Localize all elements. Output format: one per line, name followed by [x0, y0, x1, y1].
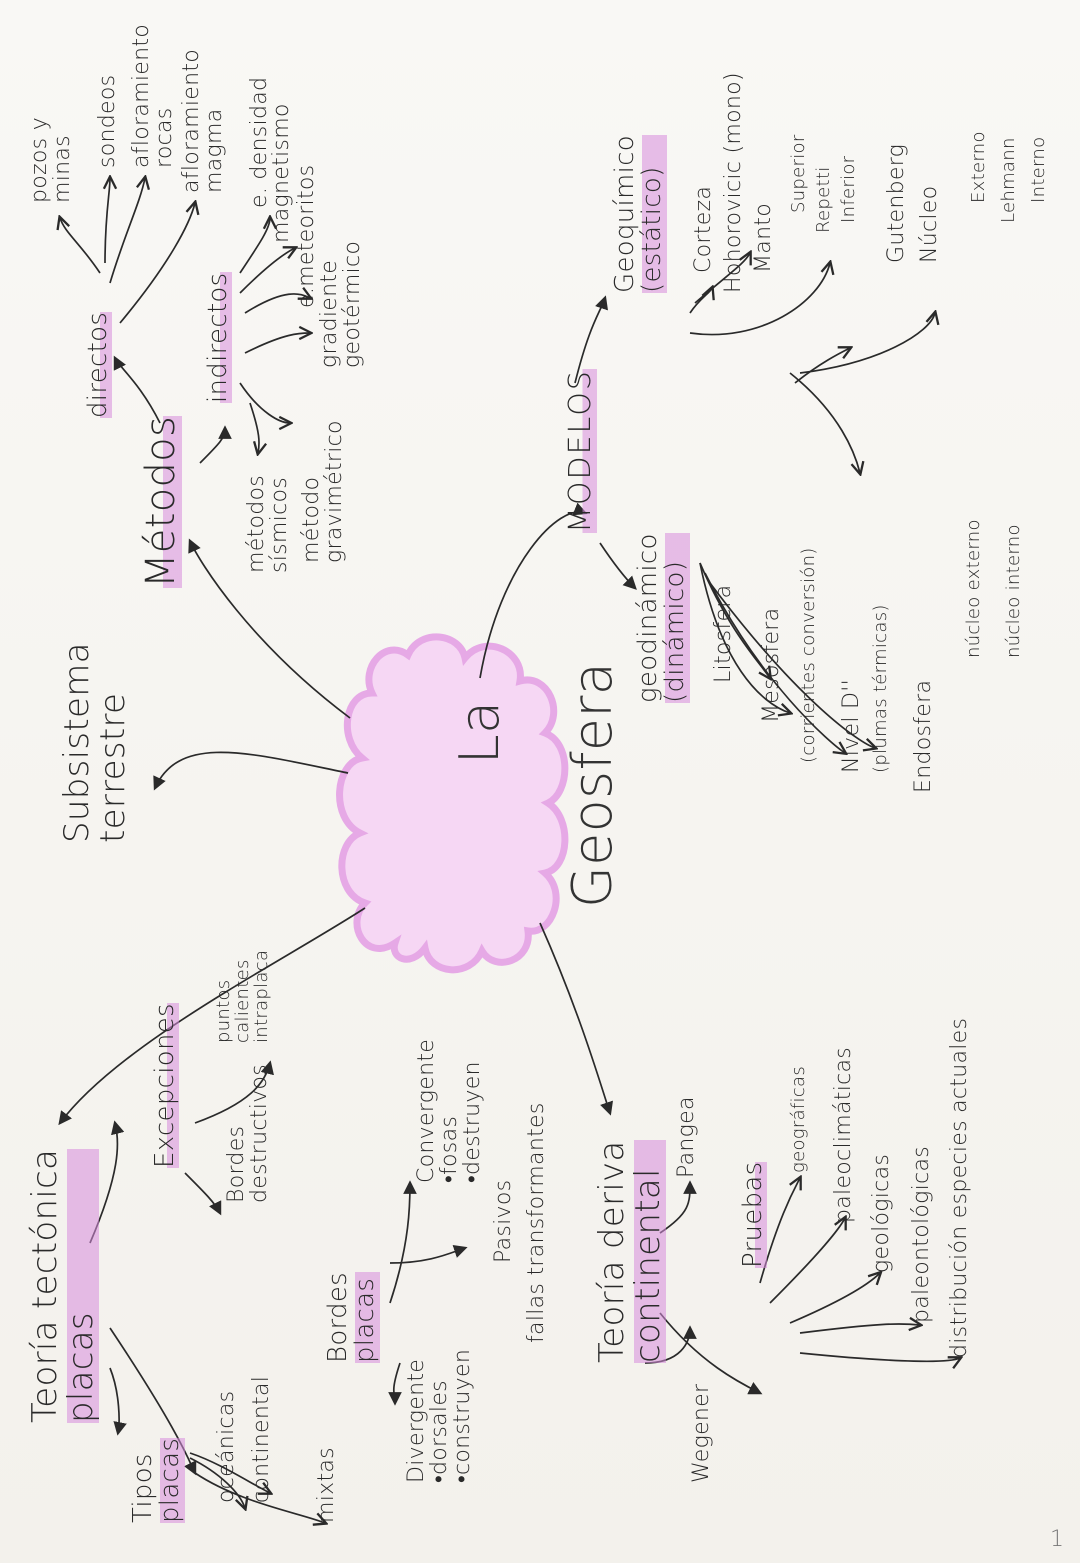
- modelos-title: MODELOS: [563, 369, 598, 533]
- excepciones-bordes: Bordes destructivos: [224, 1064, 273, 1203]
- arrow-to-deriva: [539, 922, 614, 1116]
- geoquimico-manto: Manto: [751, 203, 776, 273]
- arrow-to-subsistema: [153, 751, 349, 791]
- bordes-divergente: Divergente •dorsales •construyen: [404, 1348, 476, 1483]
- geoquimico-interno: Interno: [1028, 136, 1049, 203]
- metodos-title: Métodos: [138, 415, 184, 588]
- geodinamico-corrientes: (corrientes conversión): [798, 547, 819, 763]
- geoquimico-lehmann: Lehmann: [998, 137, 1019, 223]
- geodinamico-endosfera: Endosfera: [911, 679, 936, 793]
- geodinamico-nivel-d: Nivel D'': [839, 679, 864, 773]
- indirectos-item-gradiente: gradiente geotérmico: [317, 240, 366, 368]
- geoquimico-mohorovicic: Hohorovicic (mono): [721, 72, 746, 293]
- metodos-sismicos: métodos sísmicos: [244, 474, 293, 573]
- geoquimico-superior: Superior: [788, 134, 809, 213]
- indirectos-item-meteoritos: e.meteoritos: [294, 164, 319, 308]
- deriva-title: Teoría deriva continental: [592, 1140, 668, 1363]
- deriva-pangea: Pangea: [674, 1096, 699, 1178]
- geoquimico-gutenberg: Gutenberg: [884, 143, 909, 263]
- geoquimico-externo: Externo: [968, 131, 989, 203]
- bordes-fallas: fallas transformantes: [524, 1102, 549, 1343]
- tipos-label: Tipos placas: [128, 1437, 186, 1523]
- tipos-oceanicas: oceánicas: [214, 1390, 239, 1503]
- center-cloud-shape: [336, 633, 569, 974]
- tipos-mixtas: mixtas: [314, 1447, 339, 1523]
- geodinamico-litosfera: Litosfera: [711, 584, 736, 683]
- tectonica-title: Teoría tectónica placas: [25, 1148, 101, 1423]
- pruebas-label: Pruebas: [738, 1161, 768, 1268]
- geodinamico-nucleo-interno: núcleo interno: [1003, 524, 1024, 658]
- directos-label: directos: [83, 311, 113, 418]
- geoquimico-corteza: Corteza: [691, 185, 716, 273]
- indirectos-item-gravimetrico: método gravimétrico: [299, 420, 348, 563]
- geoquimico-label: Geoquímico (estático): [610, 134, 668, 293]
- center-title-line1: La: [447, 700, 511, 765]
- pruebas-distribucion: distribución especies actuales: [947, 1017, 972, 1358]
- bordes-label: Bordes placas: [323, 1271, 381, 1363]
- excepciones-label: Excepciones: [150, 1003, 180, 1168]
- directos-item-afl-magma: afloramiento magma: [179, 48, 228, 193]
- page-number: 1: [1050, 1527, 1065, 1552]
- excepciones-puntos: puntos calientes intraplaca: [213, 949, 272, 1043]
- indirectos-item-magnetismo: magnetismo: [269, 103, 294, 243]
- geodinamico-mesosfera: Mesosfera: [759, 607, 784, 723]
- deriva-wegener: Wegener: [689, 1383, 714, 1483]
- geodinamico-nucleo-externo: núcleo externo: [963, 519, 984, 658]
- geodinamico-plumas: (plumas térmicas): [870, 604, 891, 773]
- geoquimico-nucleo: Núcleo: [917, 185, 942, 263]
- pruebas-paleontologicas: paleontológicas: [909, 1145, 934, 1323]
- pruebas-geograficas: geográficas: [788, 1065, 809, 1173]
- subsistema-label: Subsistema terrestre: [57, 642, 133, 843]
- directos-item-afl-rocas: afloramiento rocas: [129, 23, 178, 168]
- bordes-convergente: Convergente •fosas •destruyen: [414, 1038, 486, 1183]
- indirectos-label: indirectos: [203, 272, 233, 403]
- geodinamico-label: geodinámico (dinámico): [633, 533, 691, 703]
- indirectos-item-densidad: e. densidad: [247, 76, 272, 208]
- pruebas-paleoclimaticas: paleoclimáticas: [831, 1046, 856, 1223]
- directos-item-sondeos: sondeos: [95, 74, 120, 168]
- directos-item-pozos: pozos y minas: [27, 116, 76, 203]
- bordes-pasivos: Pasivos: [491, 1179, 516, 1263]
- tipos-continental: continental: [249, 1375, 274, 1503]
- arrow-to-tectonica: [58, 907, 366, 1126]
- center-title-line2: Geosfera: [561, 661, 625, 908]
- pruebas-geologicas: geológicas: [869, 1153, 894, 1273]
- geoquimico-repetti: Repetti: [813, 166, 834, 234]
- arrow-to-metodos: [188, 538, 351, 719]
- geoquimico-inferior: Inferior: [838, 155, 859, 223]
